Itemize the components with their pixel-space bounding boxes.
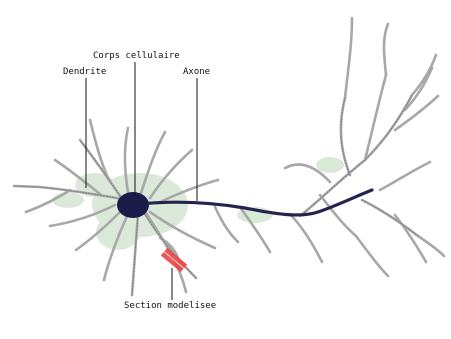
dendrites	[14, 18, 444, 295]
label-axon: Axone	[183, 67, 210, 77]
label-modeled-section: Section modelisee	[124, 301, 216, 311]
soma	[117, 192, 149, 218]
label-cell-body: Corps cellulaire	[93, 51, 180, 61]
label-dendrite: Dendrite	[63, 67, 106, 77]
